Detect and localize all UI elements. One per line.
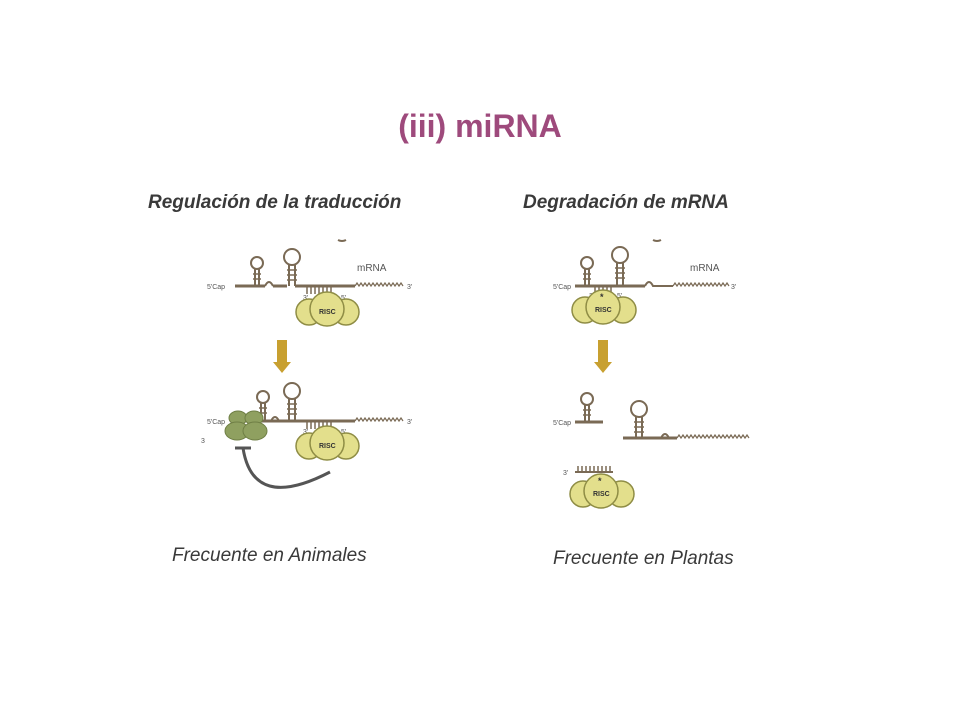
label-mrna-top: mRNA	[357, 263, 387, 274]
label-3prime-released: 3'	[563, 470, 568, 477]
label-3prime-bind-bottom: 3'	[303, 429, 308, 436]
label-risc-top: RISC	[595, 307, 612, 314]
inhibition-arc	[235, 446, 331, 489]
label-side-3: 3	[201, 438, 205, 445]
label-mrna-top: mRNA	[690, 263, 720, 274]
down-arrow	[594, 340, 612, 373]
caption-animals: Frecuente en Animales	[172, 545, 367, 566]
heading-mrna-degradation: Degradación de mRNA	[523, 192, 729, 213]
label-5cap-bottom: 5'Cap	[207, 419, 225, 426]
down-arrow	[273, 340, 291, 373]
label-3prime-bottom: 3'	[407, 419, 412, 426]
cleaved-fragment-3prime	[623, 400, 750, 440]
label-risc-released: RISC	[593, 491, 610, 498]
asterisk-top: *	[600, 292, 604, 302]
translation-regulation-diagram: 5'Cap mRNA 3' 3' 5' RISC 5'Cap 3' 3 3' 5…	[201, 239, 412, 489]
label-risc-bottom: RISC	[319, 443, 336, 450]
risc-complex-bottom: RISC	[295, 425, 360, 461]
risc-complex-top: * RISC	[571, 289, 637, 325]
mrna-degradation-diagram: 5'Cap mRNA 3' 3' 5' * RISC 5'Cap 3'	[553, 239, 750, 509]
label-5prime-bind-top: 5'	[617, 293, 622, 300]
top-mark	[337, 239, 347, 242]
mrna-strand-top	[235, 248, 404, 294]
asterisk-released: *	[598, 476, 602, 486]
risc-complex-top: RISC	[295, 291, 360, 327]
mrna-strand-top	[575, 246, 730, 294]
label-5cap-fragment: 5'Cap	[553, 420, 571, 427]
caption-plants: Frecuente en Plantas	[553, 548, 734, 569]
label-3prime-top: 3'	[731, 284, 736, 291]
label-3prime-top: 3'	[407, 284, 412, 291]
label-risc-top: RISC	[319, 309, 336, 316]
label-3prime-bind-top: 3'	[303, 295, 308, 302]
page-title: (iii) miRNA	[398, 108, 562, 144]
cleaved-fragment-5prime	[575, 392, 603, 424]
heading-translation-regulation: Regulación de la traducción	[148, 192, 402, 213]
top-mark	[652, 239, 662, 242]
label-5cap-top: 5'Cap	[207, 284, 225, 291]
label-5cap-top: 5'Cap	[553, 284, 571, 291]
risc-complex-released: 3' * RISC	[563, 466, 635, 509]
ribosome	[224, 410, 268, 441]
